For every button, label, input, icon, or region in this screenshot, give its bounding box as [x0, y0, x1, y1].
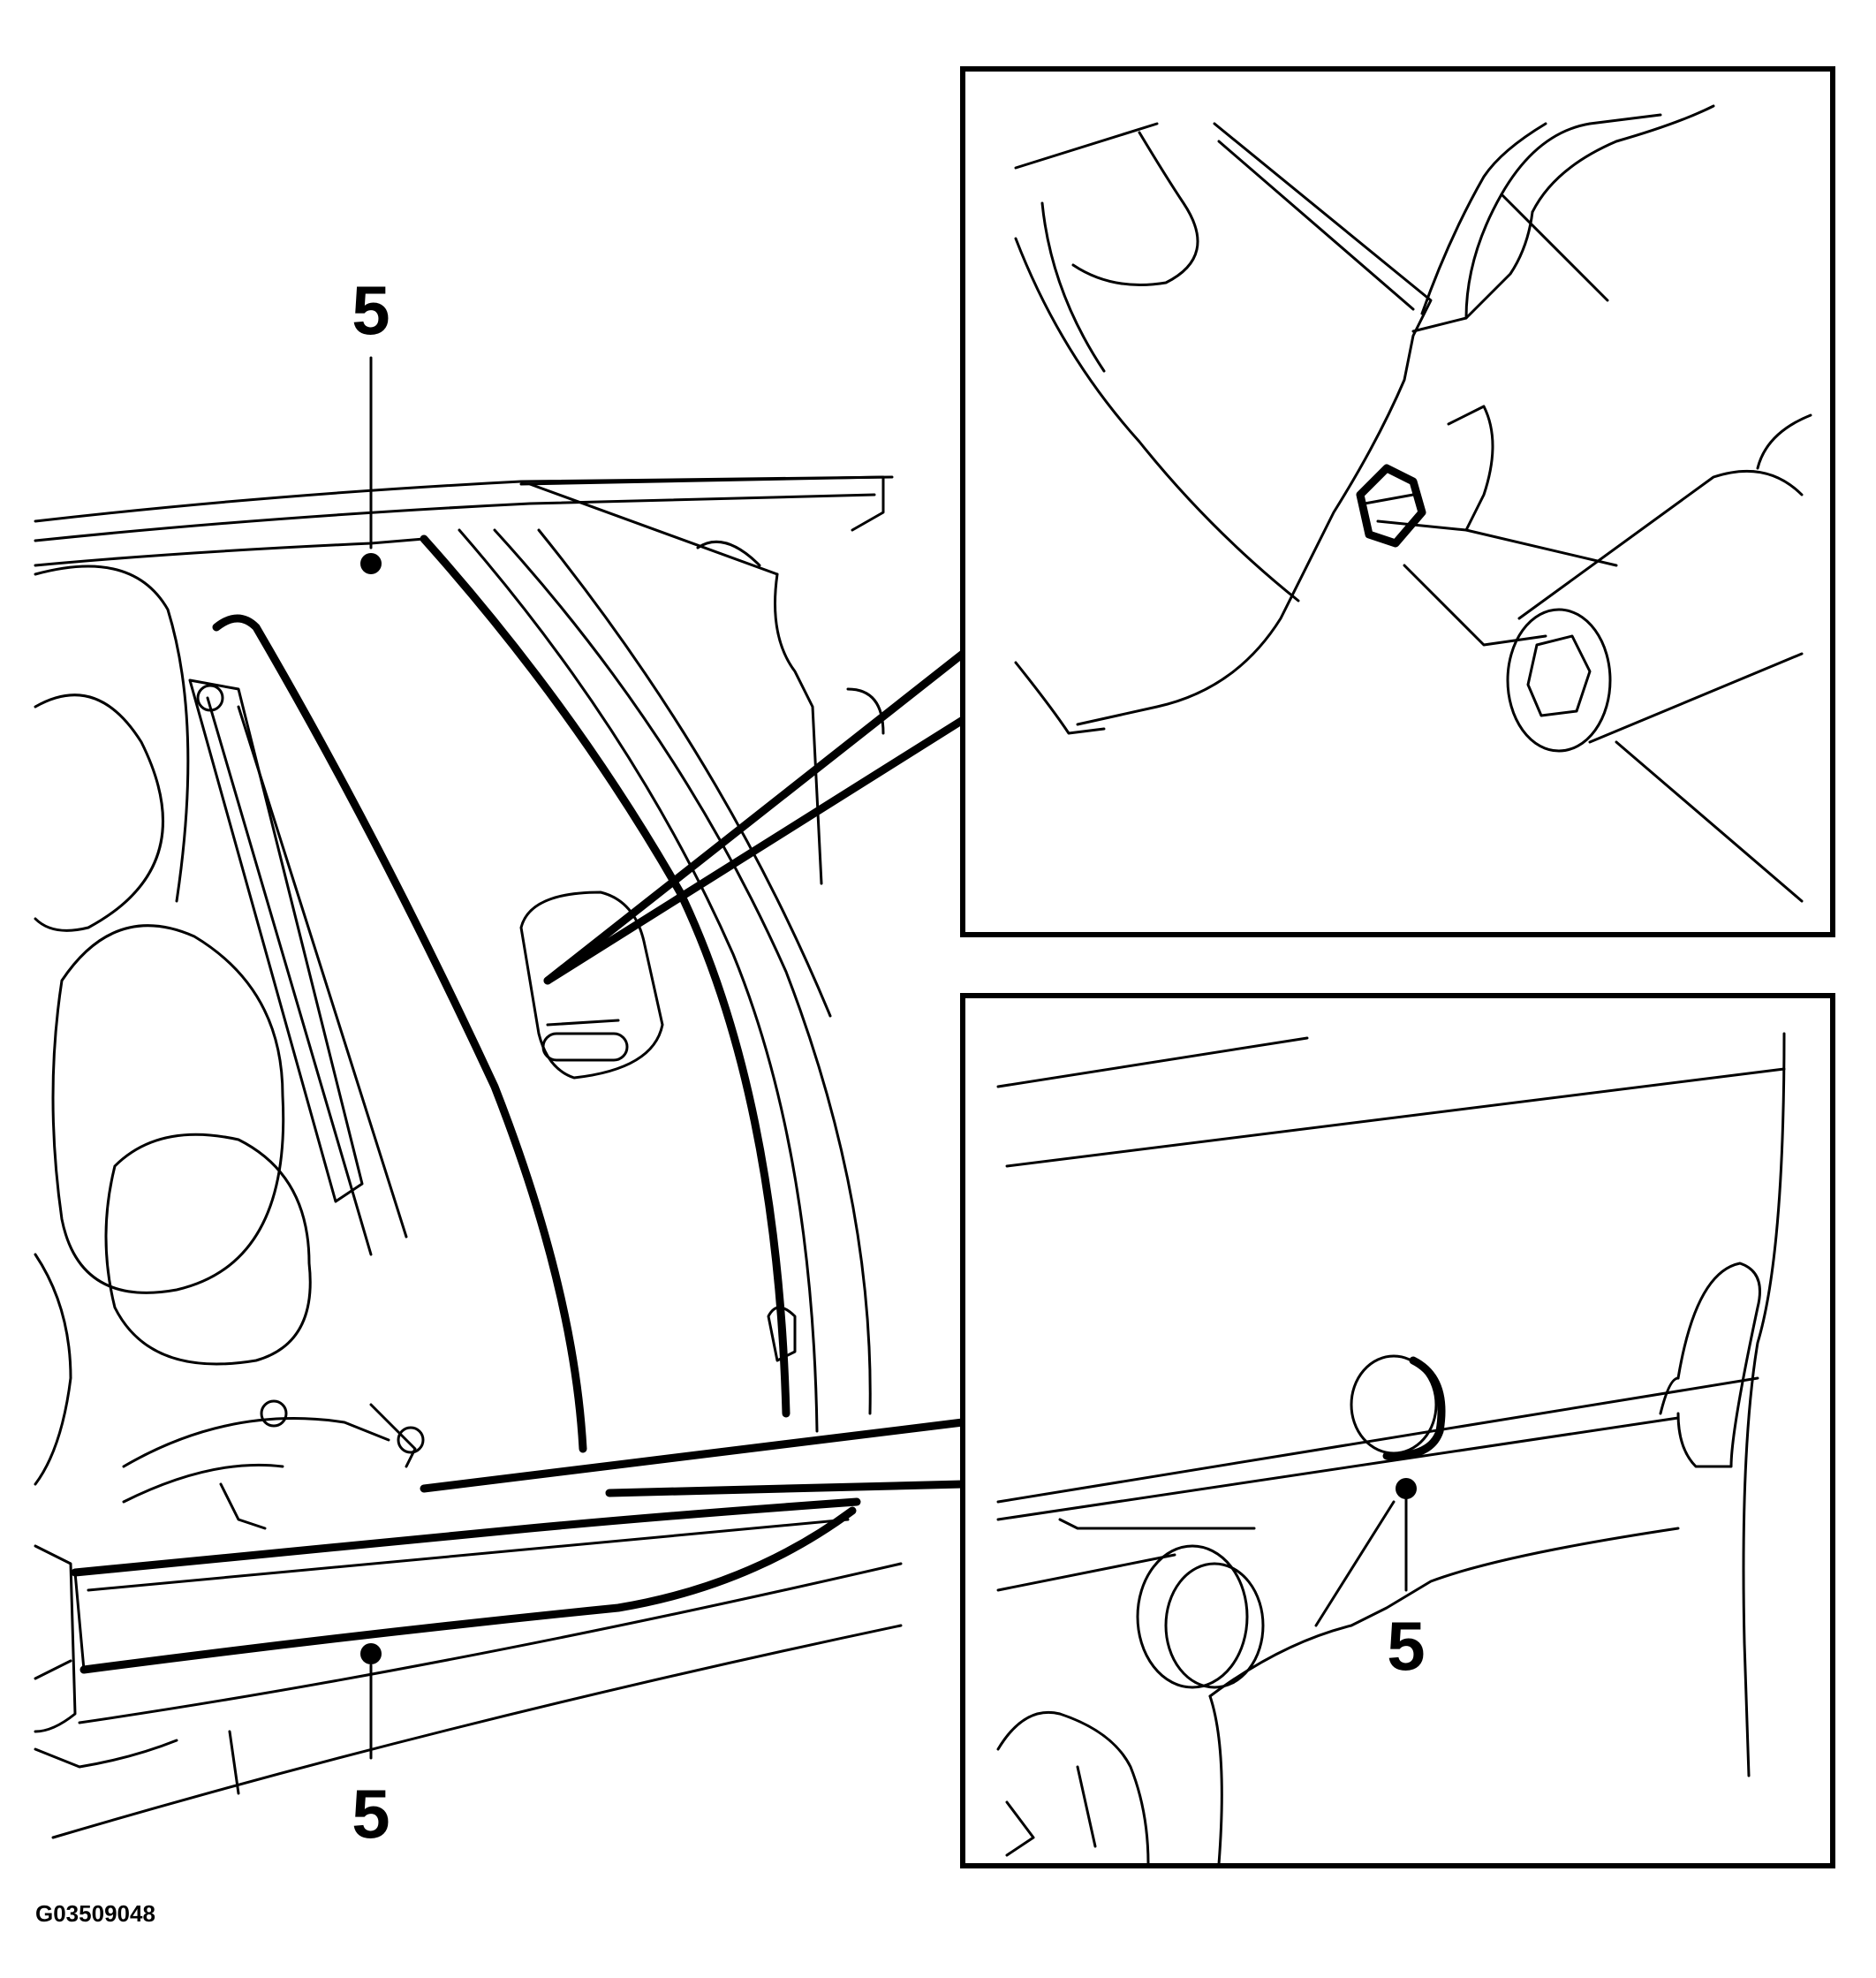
callout-top-label: 5 — [352, 271, 390, 349]
callout-bottom: 5 — [352, 1643, 390, 1853]
callout-top: 5 — [352, 271, 390, 574]
callout-detail-label: 5 — [1387, 1607, 1425, 1685]
callout-detail: 5 — [1387, 1478, 1426, 1685]
callout-bottom-dot — [360, 1643, 382, 1664]
figure-id: G03509048 — [35, 1900, 155, 1927]
detail-leader-lines — [420, 649, 967, 1497]
detail-box-bottom: 5 — [960, 993, 1835, 1868]
detail-box-top — [960, 66, 1835, 937]
callout-top-dot — [360, 553, 382, 574]
main-illustration — [34, 475, 903, 1839]
callout-detail-dot — [1396, 1478, 1417, 1499]
callout-bottom-label: 5 — [352, 1775, 390, 1853]
